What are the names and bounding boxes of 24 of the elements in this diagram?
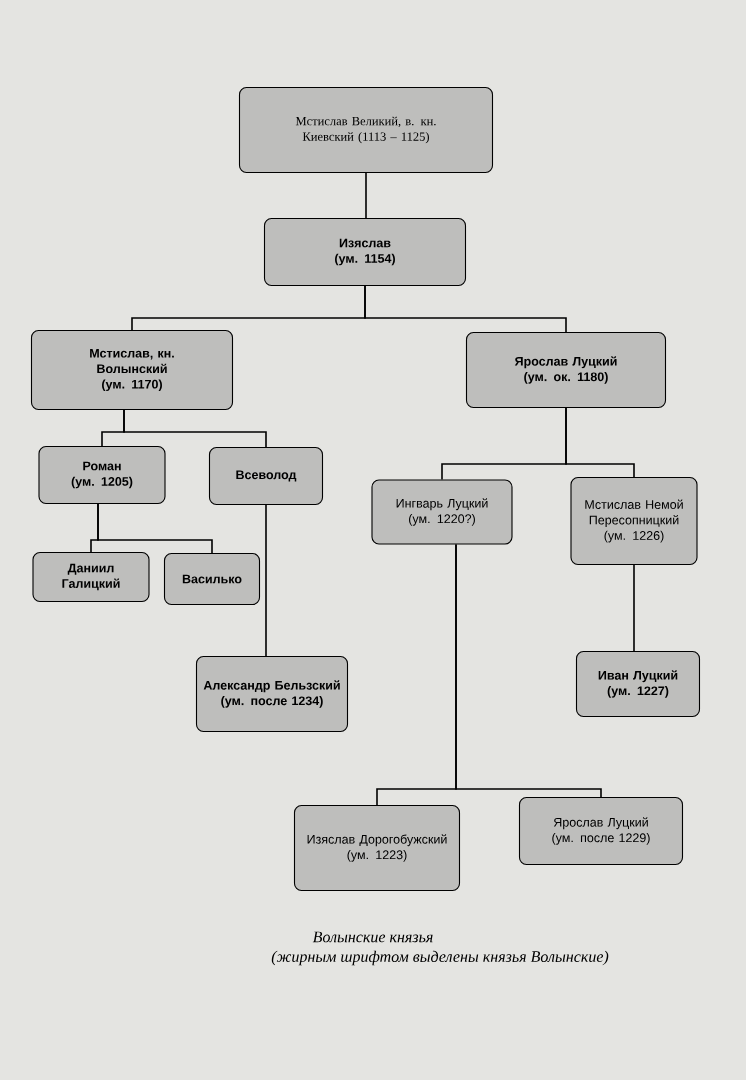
person-box: Даниил Галицкий xyxy=(32,551,150,603)
person-box: Александр Бельзский (ум. после 1234) xyxy=(195,655,349,733)
caption: Волынские князья xyxy=(312,931,433,943)
person-box: Иван Луцкий (ум. 1227) xyxy=(575,650,701,718)
connector-line xyxy=(365,172,367,219)
person-box: Роман (ум. 1205) xyxy=(38,445,166,505)
person-box: Ярослав Луцкий (ум. после 1229) xyxy=(518,796,684,866)
caption-note: (жирным шрифтом выделены князья Волынские) xyxy=(271,950,609,966)
connector-line xyxy=(97,503,213,554)
person-box: Всеволод xyxy=(208,446,324,506)
person-box: Мстислав Немой Пересопницкий (ум. 1226) xyxy=(570,476,698,566)
person-box: Василько xyxy=(163,552,261,606)
person-box: Ярослав Луцкий (ум. ок. 1180) xyxy=(465,331,667,409)
connector-line xyxy=(123,409,267,448)
person-box: Мстислав, кн. Волынский (ум. 1170) xyxy=(30,329,234,411)
connector-line xyxy=(633,564,635,652)
person-box: Изяслав Дорогобужский (ум. 1223) xyxy=(293,804,461,892)
connector-line xyxy=(565,407,635,478)
connector-line xyxy=(364,285,567,333)
person-box: Ингварь Луцкий (ум. 1220?) xyxy=(371,479,513,545)
person-box: Изяслав (ум. 1154) xyxy=(263,217,467,287)
person-box: Мстислав Великий, в. кн. Киевский (1113 – 1125) xyxy=(238,86,494,174)
connector-line xyxy=(265,504,267,657)
connector-line xyxy=(455,543,602,798)
